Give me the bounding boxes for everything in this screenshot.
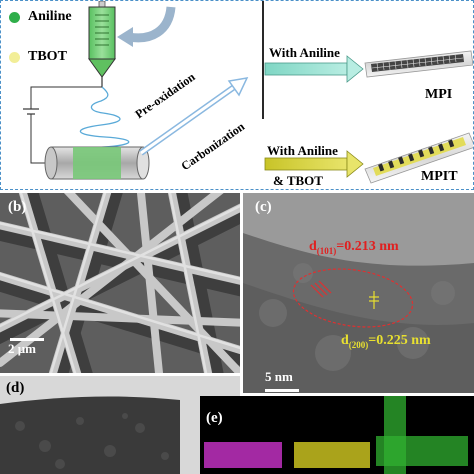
drum-end-right xyxy=(136,146,150,180)
panel-c-hrtem-image: (c) d(101)=0.213 nm d(200)=0.225 nm 5 nm xyxy=(243,193,474,393)
aniline-dot-icon xyxy=(9,11,20,23)
fiber-jet-spiral xyxy=(79,86,130,155)
d101-value: =0.213 nm xyxy=(336,239,399,254)
crystal-region-outline xyxy=(292,268,414,328)
panel-b-sem-image: (b) 2 μm xyxy=(0,193,240,373)
syringe-tip xyxy=(88,58,116,78)
route-2-product: MPIT xyxy=(421,169,458,184)
d200-prefix: d xyxy=(341,333,349,348)
panel-b-label: (b) xyxy=(8,199,27,215)
eds-map-magenta xyxy=(204,442,282,468)
sem-fiber-network xyxy=(0,193,240,373)
route-2-condition-line-2: & TBOT xyxy=(273,173,323,188)
panel-e-eds-maps: (e) xyxy=(200,396,474,474)
d200-annotation: d(200)=0.225 nm xyxy=(341,333,431,350)
mpi-fiber-icon xyxy=(364,50,473,78)
legend-label-tbot: TBOT xyxy=(28,49,67,64)
collected-fiber-mat xyxy=(73,147,121,179)
legend-label-aniline: Aniline xyxy=(28,9,72,24)
hrtem-texture xyxy=(243,193,474,393)
tbot-dot-icon xyxy=(9,51,20,63)
curved-arrow-icon xyxy=(128,6,176,43)
circuit-wire xyxy=(30,86,102,109)
d101-index: (101) xyxy=(316,245,337,256)
eds-map-strip xyxy=(200,396,474,474)
eds-map-yellow xyxy=(294,442,370,468)
panel-b-scale-bar xyxy=(10,338,44,341)
panel-b-scale-label: 2 μm xyxy=(8,341,36,356)
curved-arrow-head-icon xyxy=(117,27,133,47)
route-1-condition: With Aniline xyxy=(269,45,340,60)
lattice-mark-yellow xyxy=(369,291,379,309)
d101-annotation: d(101)=0.213 nm xyxy=(309,239,399,256)
schematic-drawing xyxy=(23,1,473,184)
circuit-wire-return xyxy=(30,114,51,164)
panel-c-label: (c) xyxy=(255,199,272,215)
d101-prefix: d xyxy=(309,239,317,254)
arrow-with-aniline-icon xyxy=(264,55,364,83)
route-1-product: MPI xyxy=(425,87,453,102)
route-2-condition-line-1: With Aniline xyxy=(267,143,338,158)
lattice-mark-red xyxy=(310,280,332,298)
panel-a-schematic: Aniline TBOT Pre-oxidation Carbonization… xyxy=(0,0,474,190)
legend-item-aniline: Aniline xyxy=(9,9,72,25)
panel-c-scale-label: 5 nm xyxy=(265,369,293,384)
d200-value: =0.225 nm xyxy=(368,333,431,348)
panel-d-label: (d) xyxy=(6,380,25,396)
arrow-with-aniline-tbot-icon xyxy=(264,150,364,178)
panel-c-scale-bar xyxy=(265,389,299,392)
legend-item-tbot: TBOT xyxy=(9,49,67,65)
mpit-fiber-icon xyxy=(364,132,473,184)
d200-index: (200) xyxy=(348,339,369,350)
panel-e-label: (e) xyxy=(206,410,223,426)
eds-map-green-fiber xyxy=(376,436,468,466)
process-arrow-icon xyxy=(139,77,249,156)
syringe-graduations xyxy=(95,14,109,46)
drum-end-left xyxy=(44,146,58,180)
